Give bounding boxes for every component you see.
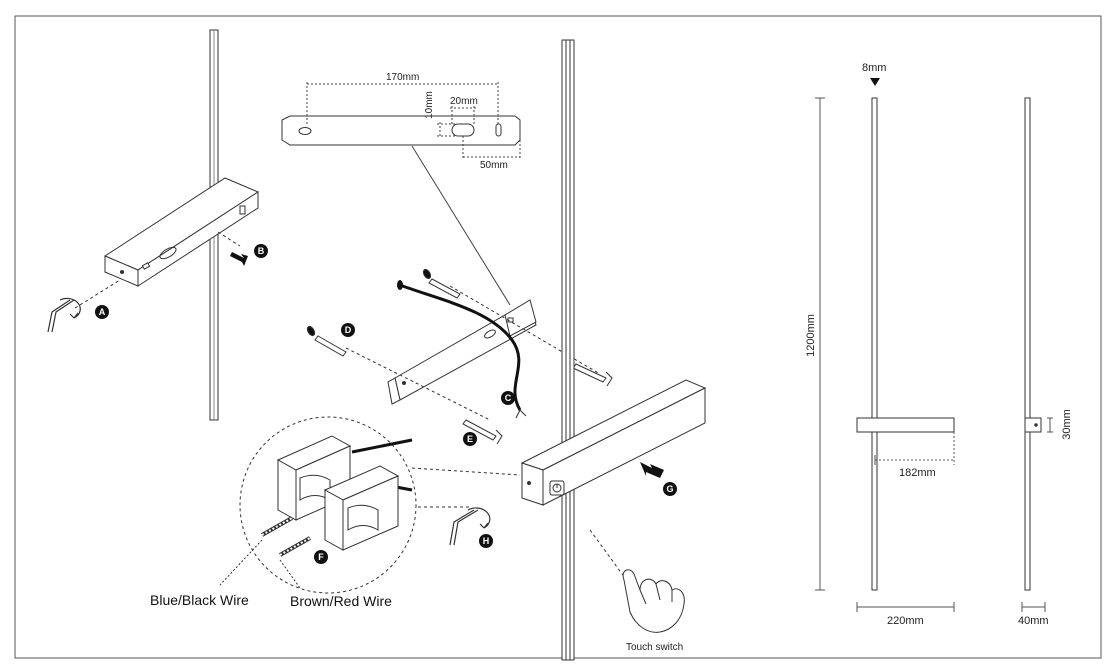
step-f-badge: F: [314, 550, 328, 564]
total-width-label: 220mm: [887, 615, 924, 627]
connector-zoom: [219, 416, 417, 594]
depth-label: 40mm: [1018, 615, 1049, 627]
step-h-badge: H: [479, 534, 493, 548]
side-arm: [1024, 417, 1042, 433]
step-d-badge: D: [341, 323, 355, 337]
diagram-border: [14, 15, 1102, 659]
light-bar-center: [561, 39, 575, 661]
step-b-badge: B: [254, 244, 268, 258]
side-bar: [1024, 97, 1031, 591]
front-arm: [856, 417, 955, 433]
arm-side: [542, 387, 706, 506]
hex-key-h: [449, 507, 491, 546]
lamp-step-ab: [74, 29, 260, 421]
arm-front: [521, 462, 544, 506]
brown-red-wire-label: Brown/Red Wire: [290, 593, 392, 609]
bracket-height-label: 10mm: [423, 91, 435, 119]
step-c-badge: C: [501, 391, 515, 405]
step-e-badge: E: [463, 432, 477, 446]
thickness-label: 8mm: [862, 62, 887, 74]
bracket-slot-label: 20mm: [450, 96, 478, 107]
front-bar: [871, 97, 878, 591]
hex-key-a: [47, 297, 81, 333]
side-view: [1021, 97, 1053, 612]
power-cable: [399, 283, 522, 411]
step-a-badge: A: [95, 305, 109, 319]
arm-height-label: 30mm: [1060, 409, 1073, 440]
step-g-badge: G: [663, 482, 677, 496]
arm-length-label: 182mm: [899, 467, 936, 479]
touch-switch-label: Touch switch: [626, 642, 684, 653]
bracket-drawing: [281, 82, 521, 306]
blue-black-wire-label: Blue/Black Wire: [150, 592, 249, 608]
bracket-plate: [281, 115, 521, 146]
front-view: [815, 78, 955, 612]
arrow-b: [230, 252, 248, 266]
base-box-side: [137, 191, 259, 287]
bracket-width-label: 170mm: [386, 72, 420, 83]
bracket-offset-label: 50mm: [480, 160, 508, 171]
hand-icon: [622, 569, 685, 633]
arrow-g: [640, 462, 664, 478]
height-label: 1200mm: [804, 314, 817, 357]
